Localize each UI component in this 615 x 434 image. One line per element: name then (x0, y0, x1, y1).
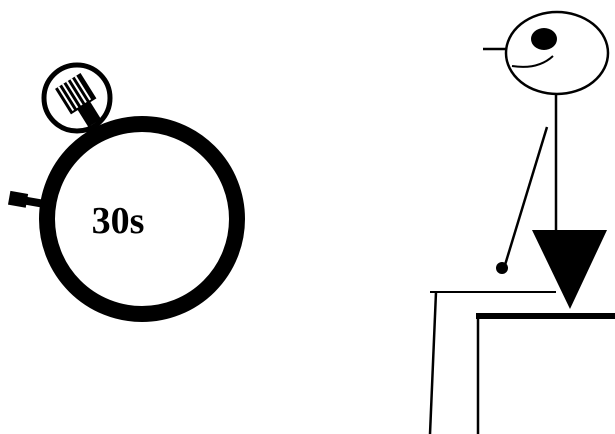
chair (430, 292, 615, 434)
figure-head (506, 12, 608, 94)
figure-eye (531, 28, 557, 50)
chair-left-leg (430, 292, 436, 434)
figure-hand (496, 262, 508, 274)
stopwatch-icon: 30s (8, 65, 237, 314)
stopwatch-side-button (8, 191, 42, 210)
stopwatch-time-label: 30s (92, 200, 145, 242)
seated-figure-icon (483, 12, 608, 309)
figure-torso (532, 230, 607, 309)
